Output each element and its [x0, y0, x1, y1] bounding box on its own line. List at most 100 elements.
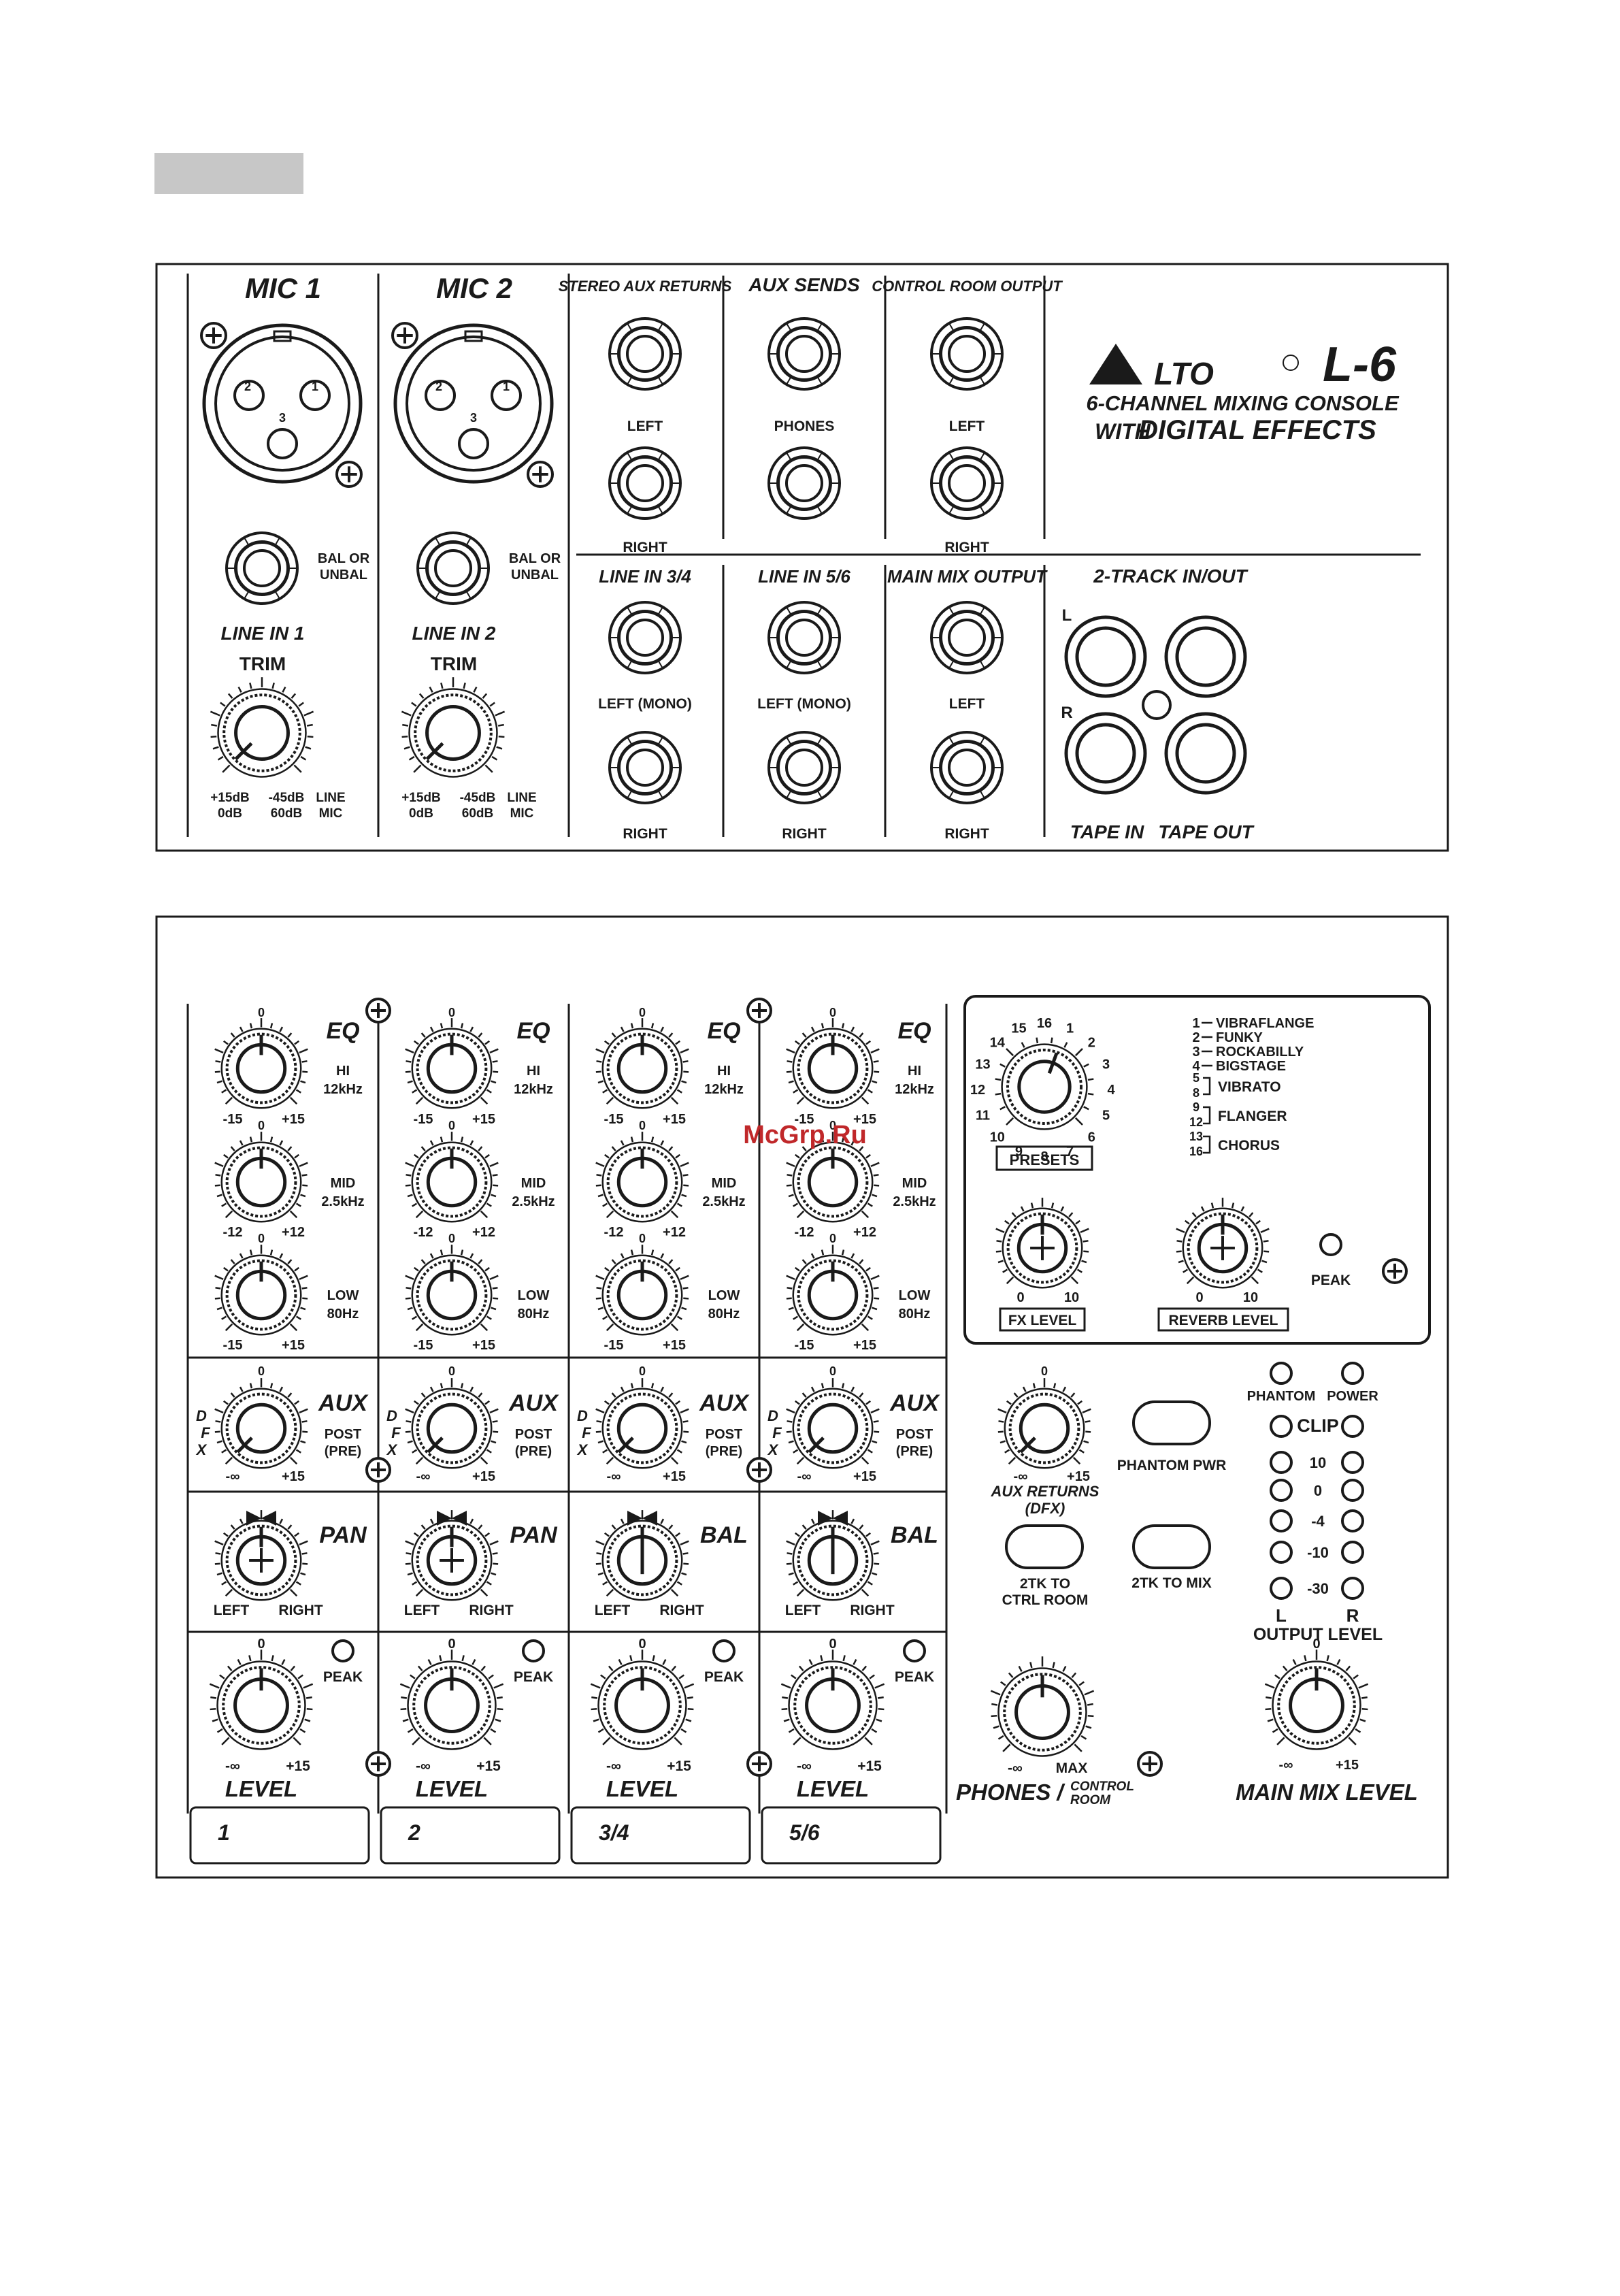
xlr-input-1[interactable] [202, 323, 363, 484]
knob-tick [294, 1266, 300, 1272]
knob-tick [489, 1275, 499, 1281]
eq-band-label: 12kHz [514, 1082, 553, 1097]
eq-low-knob-4[interactable] [786, 1245, 880, 1336]
knob-tick [225, 1588, 233, 1597]
aux-mode-label: POST [325, 1427, 361, 1442]
phantom-power-button[interactable] [1132, 1400, 1211, 1445]
line-in-jack-1[interactable] [225, 531, 299, 605]
knob-tick [429, 1518, 434, 1524]
rear-jack[interactable] [930, 731, 1004, 804]
knob-tick [870, 1048, 880, 1054]
aux-knob-2[interactable] [405, 1378, 499, 1469]
jack-label: PHONES [774, 419, 835, 434]
eq-hi-knob-4[interactable] [786, 1018, 880, 1109]
rear-jack[interactable] [608, 317, 682, 391]
knob-tick [676, 1581, 682, 1586]
knob-scale: +12 [282, 1225, 305, 1240]
rear-jack[interactable] [767, 601, 841, 674]
reverb-level-knob[interactable] [1176, 1198, 1270, 1289]
eq-mid-knob-1[interactable] [214, 1132, 308, 1223]
level-knob-1[interactable] [209, 1650, 314, 1750]
rear-jack[interactable] [767, 731, 841, 804]
xlr-input-2[interactable] [393, 323, 554, 484]
line-in-jack-2[interactable] [416, 531, 490, 605]
rear-jack[interactable] [608, 446, 682, 520]
rear-jack[interactable] [767, 446, 841, 520]
rca-jack[interactable] [1164, 615, 1247, 698]
bal-label: BAL OR [318, 551, 370, 566]
knob-tick [1087, 1078, 1094, 1081]
level-knob-3[interactable] [590, 1650, 695, 1750]
jack-label: RIGHT [623, 826, 667, 842]
rca-jack[interactable] [1064, 615, 1147, 698]
peak-led-4 [903, 1639, 926, 1662]
pan-label: PAN [510, 1522, 558, 1548]
knob-tick [415, 1210, 424, 1219]
level-knob-4[interactable] [780, 1650, 885, 1750]
knob-scale: +15 [286, 1758, 310, 1774]
knob-tick [630, 1249, 634, 1256]
eq-hi-knob-2[interactable] [405, 1018, 499, 1109]
aux-knob-4[interactable] [786, 1378, 880, 1469]
rca-jack[interactable] [1064, 712, 1147, 795]
knob-skirt [217, 688, 307, 778]
eq-hi-knob-1[interactable] [214, 1018, 308, 1109]
knob-tick [489, 1162, 499, 1168]
rear-jack[interactable] [767, 317, 841, 391]
aux-returns-knob[interactable] [997, 1378, 1091, 1469]
screw-icon [746, 1751, 772, 1777]
pan-scale: LEFT [404, 1603, 440, 1618]
2tk-to-ctrl-room-button[interactable] [1005, 1524, 1084, 1569]
knob-tick [791, 1674, 797, 1679]
aux-knob-1[interactable] [214, 1378, 308, 1469]
main-mix-level-knob[interactable] [1264, 1650, 1369, 1750]
knob-tick [872, 1080, 878, 1084]
rear-jack[interactable] [930, 601, 1004, 674]
bal-knob-3[interactable] [595, 1510, 689, 1601]
aux-knob-3[interactable] [595, 1378, 689, 1469]
eq-mid-knob-4[interactable] [786, 1132, 880, 1223]
eq-mid-knob-3[interactable] [595, 1132, 689, 1223]
eq-low-knob-1[interactable] [214, 1245, 308, 1336]
knob-tick [600, 1674, 606, 1679]
phones-knob[interactable] [990, 1656, 1095, 1757]
knob-tick [279, 1253, 284, 1259]
jack-label: RIGHT [944, 826, 989, 842]
knob-tick [668, 1524, 674, 1530]
eq-hi-knob-3[interactable] [595, 1018, 689, 1109]
preset-selector-knob[interactable] [995, 1037, 1094, 1130]
knob-skirt [220, 1388, 302, 1469]
knob-tick [681, 1440, 687, 1444]
trim-knob-2[interactable] [401, 677, 506, 778]
fx-level-knob[interactable] [995, 1198, 1089, 1289]
knob-tick [294, 1400, 300, 1405]
rca-jack[interactable] [1164, 712, 1247, 795]
jack-hole [434, 549, 472, 587]
eq-low-knob-2[interactable] [405, 1245, 499, 1336]
meter-led-right [1341, 1509, 1364, 1532]
knob-tick [602, 1581, 608, 1586]
rear-jack[interactable] [930, 446, 1004, 520]
trim-knob-1[interactable] [210, 677, 314, 778]
pan-knob-2[interactable] [405, 1510, 499, 1601]
rear-jack[interactable] [930, 317, 1004, 391]
level-knob-2[interactable] [399, 1650, 504, 1750]
eq-mid-knob-2[interactable] [405, 1132, 499, 1223]
knob-skirt [601, 1520, 683, 1601]
2tk-to-mix-button[interactable] [1132, 1524, 1211, 1569]
eq-low-knob-3[interactable] [595, 1245, 689, 1336]
meter-label: -4 [1311, 1513, 1325, 1530]
rear-jack[interactable] [608, 601, 682, 674]
knob-tick [230, 1524, 235, 1530]
knob-tick [859, 1146, 864, 1151]
knob-tick [412, 1449, 418, 1454]
jack-nut-edge [979, 505, 985, 514]
knob-tick [788, 1440, 794, 1444]
knob-tick [865, 1040, 872, 1045]
eq-label: EQ [326, 1018, 359, 1044]
knob-tick [999, 1063, 1006, 1068]
rear-jack[interactable] [608, 731, 682, 804]
bal-knob-4[interactable] [786, 1510, 880, 1601]
eq-band-label: MID [521, 1176, 546, 1191]
pan-knob-1[interactable] [214, 1510, 308, 1601]
